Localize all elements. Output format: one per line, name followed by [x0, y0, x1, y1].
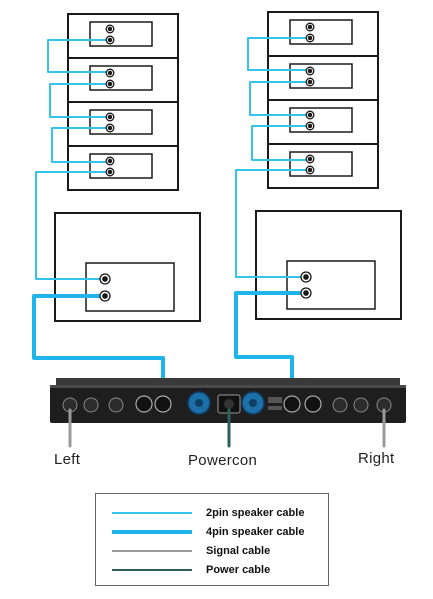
left-subwoofer-plate — [85, 262, 175, 312]
powercon-label: Powercon — [188, 452, 258, 469]
right-speaker-2 — [267, 55, 379, 101]
speakon-connectors — [99, 22, 315, 302]
right-label: Right — [358, 450, 395, 467]
left-speaker-1 — [67, 13, 179, 59]
left-speaker-2 — [67, 57, 179, 103]
legend-item-signal: Signal cable — [96, 542, 328, 560]
left-subwoofer — [54, 212, 201, 322]
legend: 2pin speaker cable 4pin speaker cable Si… — [95, 493, 329, 586]
right-speaker-4 — [267, 143, 379, 189]
legend-swatch-power — [112, 569, 192, 571]
legend-item-4pin: 4pin speaker cable — [96, 523, 328, 541]
left-speaker-plates — [89, 21, 153, 179]
subwoofers — [54, 210, 402, 322]
legend-item-power: Power cable — [96, 561, 328, 579]
legend-swatch-4pin — [112, 530, 192, 534]
left-speaker-3 — [67, 101, 179, 147]
signal-cables — [68, 408, 386, 448]
right-subwoofer-plate — [286, 260, 376, 310]
right-subwoofer — [255, 210, 402, 320]
legend-swatch-signal — [112, 550, 192, 552]
legend-label-signal: Signal cable — [206, 545, 271, 557]
left-label: Left — [54, 451, 81, 468]
left-speaker-4 — [67, 145, 179, 191]
left-speaker-stack — [67, 13, 179, 191]
amplifier-rear-panel — [50, 378, 406, 423]
right-speaker-stack — [267, 11, 379, 189]
legend-label-2pin: 2pin speaker cable — [206, 507, 305, 519]
right-speaker-plates — [289, 19, 353, 177]
legend-label-4pin: 4pin speaker cable — [206, 526, 305, 538]
2pin-speaker-cables — [35, 37, 306, 280]
legend-item-2pin: 2pin speaker cable — [96, 504, 328, 522]
legend-label-power: Power cable — [206, 564, 271, 576]
right-speaker-1 — [267, 11, 379, 57]
4pin-speaker-cables — [32, 291, 305, 395]
legend-swatch-2pin — [112, 512, 192, 514]
right-speaker-3 — [267, 99, 379, 145]
